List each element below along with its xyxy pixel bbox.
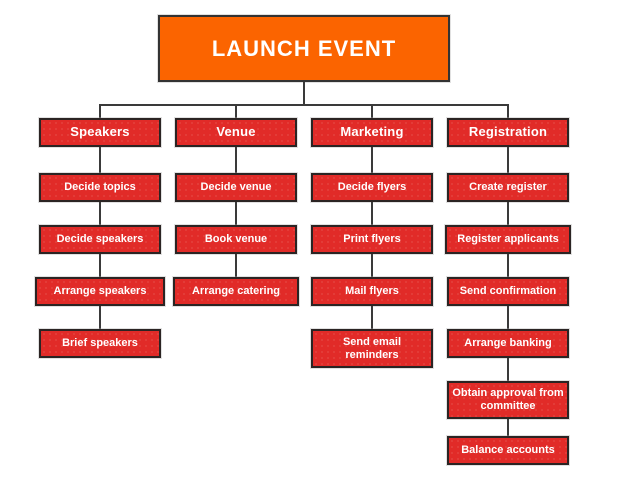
- branch-node-registration: Registration: [447, 118, 569, 147]
- connector-line: [99, 306, 101, 329]
- task-node: Obtain approval from committee: [447, 381, 569, 419]
- task-node: Brief speakers: [39, 329, 161, 358]
- task-node: Arrange catering: [173, 277, 299, 306]
- task-node: Book venue: [175, 225, 297, 254]
- connector-line: [235, 254, 237, 277]
- task-node: Register applicants: [445, 225, 571, 254]
- task-node: Arrange banking: [447, 329, 569, 358]
- connector-line: [99, 147, 101, 173]
- connector-line: [507, 419, 509, 436]
- branch-node-marketing: Marketing: [311, 118, 433, 147]
- task-node: Arrange speakers: [35, 277, 165, 306]
- task-node: Mail flyers: [311, 277, 433, 306]
- connector-line: [507, 202, 509, 225]
- task-node: Send email reminders: [311, 329, 433, 368]
- task-node: Create register: [447, 173, 569, 202]
- task-node: Balance accounts: [447, 436, 569, 465]
- connector-line: [507, 254, 509, 277]
- task-node: Decide venue: [175, 173, 297, 202]
- connector-line: [303, 82, 305, 106]
- branch-node-speakers: Speakers: [39, 118, 161, 147]
- connector-line: [235, 202, 237, 225]
- connector-line: [507, 104, 509, 118]
- connector-line: [371, 104, 373, 118]
- connector-line: [235, 147, 237, 173]
- connector-line: [99, 104, 509, 106]
- connector-line: [371, 254, 373, 277]
- connector-line: [235, 104, 237, 118]
- connector-line: [371, 202, 373, 225]
- connector-line: [99, 254, 101, 277]
- root-node-launch-event: LAUNCH EVENT: [158, 15, 450, 82]
- connector-line: [371, 306, 373, 329]
- connector-line: [99, 104, 101, 118]
- connector-line: [507, 147, 509, 173]
- connector-line: [507, 358, 509, 381]
- connector-line: [507, 306, 509, 329]
- branch-node-venue: Venue: [175, 118, 297, 147]
- connector-line: [99, 202, 101, 225]
- task-node: Send confirmation: [447, 277, 569, 306]
- task-node: Decide topics: [39, 173, 161, 202]
- task-node: Print flyers: [311, 225, 433, 254]
- task-node: Decide speakers: [39, 225, 161, 254]
- task-node: Decide flyers: [311, 173, 433, 202]
- connector-line: [371, 147, 373, 173]
